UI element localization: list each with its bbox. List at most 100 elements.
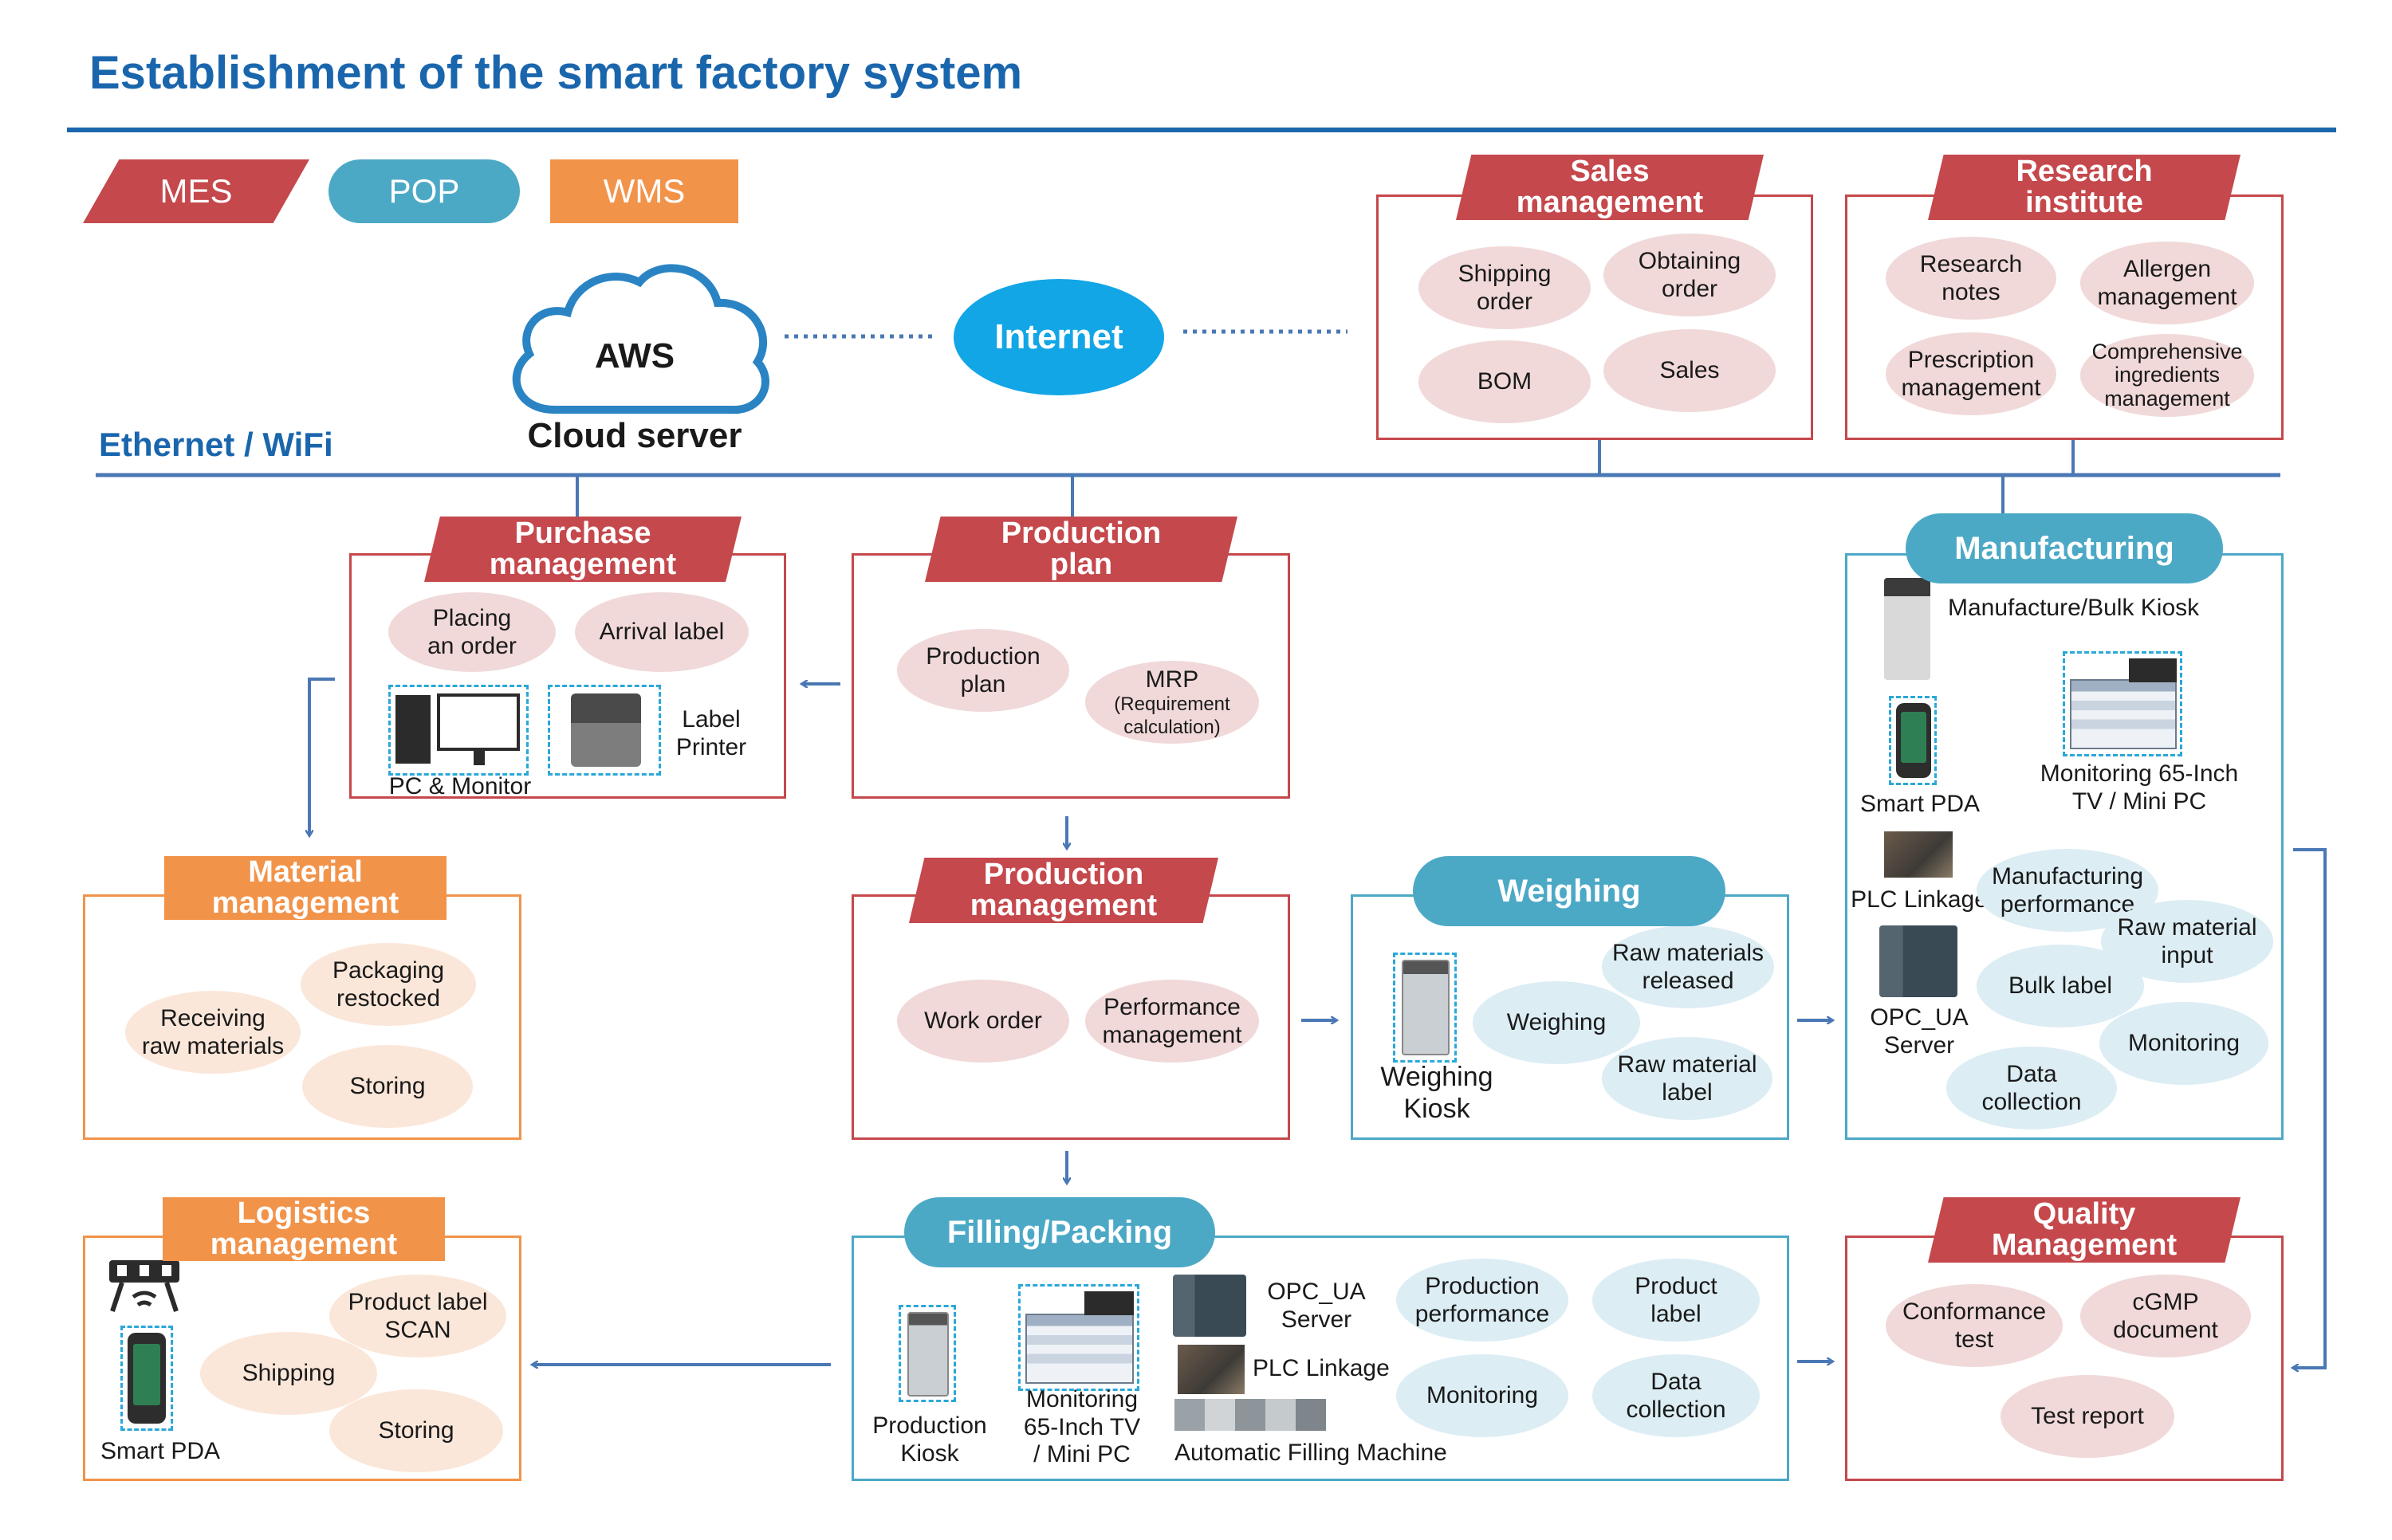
pill-raw-materials-released: Raw materials released: [1602, 925, 1774, 1008]
pill-production-performance: Production performance: [1396, 1259, 1568, 1342]
pill-product-label: Product label: [1592, 1259, 1760, 1342]
page-title: Establishment of the smart factory syste…: [89, 47, 1023, 99]
pill-sales: Sales: [1603, 329, 1776, 412]
material-panel: Packaging restocked Receiving raw materi…: [83, 894, 521, 1140]
quality-panel: Conformance test cGMP document Test repo…: [1845, 1236, 2284, 1481]
header-purchase: Purchase management: [424, 517, 742, 582]
pill-raw-material-label: Raw material label: [1602, 1037, 1772, 1120]
pill-material-storing: Storing: [302, 1045, 473, 1128]
pill-allergen: Allergen management: [2080, 242, 2254, 324]
pc-monitor-label: PC & Monitor: [388, 773, 532, 799]
header-quality: Quality Management: [1928, 1197, 2241, 1263]
title-divider: [67, 128, 2336, 132]
header-material: Material management: [164, 856, 447, 920]
pill-bom: BOM: [1418, 340, 1591, 423]
weighing-kiosk-icon: [1402, 960, 1450, 1055]
pill-arrival-label: Arrival label: [575, 592, 749, 672]
network-label: Ethernet / WiFi: [99, 426, 333, 463]
pill-bulk-label: Bulk label: [1977, 945, 2144, 1027]
pill-comprehensive: Comprehensive ingredients management: [2080, 334, 2254, 417]
filling-monitor-icon: [1025, 1314, 1134, 1384]
filling-monitor-frame: [1018, 1284, 1139, 1391]
filling-opc-ua-icon: [1173, 1275, 1246, 1337]
logistics-smart-pda-icon: [128, 1333, 166, 1424]
header-weighing: Weighing: [1413, 856, 1725, 926]
pill-filling-monitoring: Monitoring: [1396, 1354, 1568, 1437]
header-production-plan: Production plan: [925, 517, 1237, 582]
logistics-panel: Smart PDA Product label SCAN Shipping St…: [83, 1236, 521, 1481]
smart-pda-icon: [1896, 703, 1931, 778]
research-panel: Research notes Allergen management Presc…: [1845, 194, 2284, 440]
pill-raw-material-input: Raw material input: [2101, 900, 2273, 983]
cloud-icon: [512, 264, 769, 414]
manufacturing-plc-label: PLC Linkage: [1851, 886, 1988, 913]
pill-filling-data-collection: Data collection: [1592, 1354, 1760, 1437]
production-management-panel: Work order Performance management: [852, 894, 1290, 1140]
scanner-icon: [109, 1260, 179, 1312]
mrp-label: MRP: [1145, 666, 1199, 693]
weighing-kiosk-frame: [1393, 953, 1457, 1063]
purchase-panel: Placing an order Arrival label PC & Moni…: [349, 553, 786, 799]
manufacturing-panel: Manufacture/Bulk Kiosk Smart PDA Monitor…: [1845, 553, 2284, 1140]
pill-conformance-test: Conformance test: [1886, 1284, 2063, 1367]
pill-logistics-storing: Storing: [329, 1389, 503, 1472]
pill-test-report: Test report: [2001, 1375, 2174, 1458]
manufacturing-monitor-label: Monitoring 65-Inch TV / Mini PC: [2040, 760, 2239, 815]
production-kiosk-frame: [899, 1305, 956, 1402]
legend-wms: WMS: [550, 159, 738, 223]
manufacture-kiosk-label: Manufacture/Bulk Kiosk: [1948, 595, 2200, 621]
pill-placing-order: Placing an order: [388, 592, 556, 672]
production-kiosk-label: Production Kiosk: [872, 1412, 987, 1467]
pill-weighing: Weighing: [1473, 981, 1640, 1064]
pill-shipping-order: Shipping order: [1418, 246, 1591, 329]
pill-product-label-scan: Product label SCAN: [329, 1275, 506, 1357]
filling-machine-icon: [1174, 1399, 1326, 1431]
pill-cgmp-document: cGMP document: [2080, 1275, 2251, 1357]
header-filling-packing: Filling/Packing: [904, 1197, 1215, 1267]
filling-plc-label: PLC Linkage: [1253, 1355, 1390, 1381]
arrow-manufacturing-quality: [2293, 848, 2327, 1368]
opc-ua-server-icon: [1879, 925, 1957, 997]
internet-node: Internet: [954, 279, 1164, 395]
cloud-line2: Cloud server: [527, 416, 742, 456]
sales-panel: Shipping order Obtaining order BOM Sales: [1376, 194, 1813, 440]
pill-obtaining-order: Obtaining order: [1603, 234, 1776, 316]
label-printer-label: Label Printer: [675, 706, 747, 761]
filling-packing-panel: Production Kiosk Monitoring 65-Inch TV /…: [852, 1236, 1789, 1481]
legend-pop: POP: [329, 159, 520, 223]
arrow-purchase-material: [309, 678, 335, 835]
production-kiosk-icon: [907, 1312, 949, 1397]
logistics-pda-frame: [120, 1326, 173, 1431]
cloud-label: AWS Cloud server: [515, 297, 754, 497]
filling-machine-label: Automatic Filling Machine: [1174, 1440, 1447, 1466]
manufacturing-pda-label: Smart PDA: [1859, 791, 1981, 817]
header-sales: Sales management: [1456, 155, 1764, 220]
pill-mrp: MRP (Requirement calculation): [1085, 661, 1259, 744]
manufacturing-opc-label: OPC_UA Server: [1870, 1004, 1969, 1059]
pill-data-collection: Data collection: [1946, 1047, 2117, 1129]
manufacturing-monitor-frame: [2063, 651, 2182, 756]
monitor-tv-icon: [2070, 679, 2177, 749]
label-printer-icon: [548, 685, 661, 776]
pill-receiving-raw: Receiving raw materials: [125, 991, 301, 1074]
pill-monitoring: Monitoring: [2099, 1002, 2268, 1085]
cloud-line1: AWS: [594, 336, 675, 376]
pill-packaging-restocked: Packaging restocked: [301, 943, 476, 1026]
logistics-pda-label: Smart PDA: [100, 1438, 221, 1464]
pill-production-plan: Production plan: [897, 629, 1069, 712]
mrp-sub-label: (Requirement calculation): [1114, 693, 1230, 738]
filling-monitor-label: Monitoring 65-Inch TV / Mini PC: [1023, 1386, 1141, 1467]
header-research: Research institute: [1928, 155, 2241, 220]
plc-linkage-icon: [1884, 831, 1953, 878]
header-production-management: Production management: [909, 858, 1218, 923]
header-manufacturing: Manufacturing: [1906, 513, 2223, 583]
production-plan-panel: Production plan MRP (Requirement calcula…: [852, 553, 1290, 799]
weighing-kiosk-label: Weighing Kiosk: [1380, 1062, 1493, 1125]
pill-research-notes: Research notes: [1886, 237, 2056, 320]
pill-performance-management: Performance management: [1085, 980, 1259, 1063]
filling-mini-pc-icon: [1084, 1291, 1134, 1315]
pc-monitor-icon: [388, 685, 529, 776]
filling-opc-label: OPC_UA Server: [1267, 1279, 1366, 1334]
mini-pc-icon: [2129, 658, 2177, 682]
